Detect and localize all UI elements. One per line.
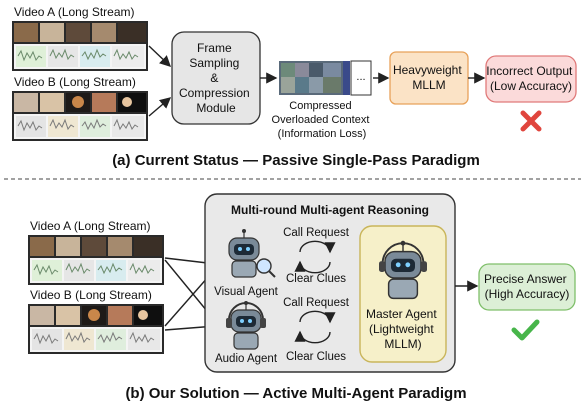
precise-answer-label: Precise Answer (High Accuracy) [484,272,570,301]
arrow-video-a-to-module [148,45,172,67]
top-video-b-label: Video B (Long Stream) [14,75,136,89]
check-icon [511,319,540,341]
top-video-a-label: Video A (Long Stream) [14,5,135,19]
audio-agent-robot-icon [226,300,266,350]
visual-agent-label: Visual Agent [214,286,279,298]
compressed-context-label: Compressed Overloaded Context (Informati… [272,100,373,140]
reasoning-panel-title: Multi-round Multi-agent Reasoning [231,203,429,217]
bottom-video-a-filmstrip [27,234,165,286]
audio-agent-label: Audio Agent [215,353,278,365]
clear-clues-label-2: Clear Clues [286,351,346,363]
cross-icon [520,110,542,132]
loop-arrows-icon-1 [294,240,336,274]
bottom-video-a-label: Video A (Long Stream) [30,219,151,233]
bottom-caption: (b) Our Solution — Active Multi-Agent Pa… [125,385,466,402]
incorrect-output-box [485,55,577,103]
top-video-b-filmstrip [11,90,149,142]
top-caption: (a) Current Status — Passive Single-Pass… [112,152,480,169]
master-agent-robot-icon [379,240,427,300]
call-request-label-2: Call Request [283,297,350,309]
loop-arrows-icon-2 [294,310,336,344]
call-request-label-1: Call Request [283,227,350,239]
compression-module-label: Frame Sampling & Compression Module [179,41,253,115]
visual-agent-robot-icon [228,228,276,278]
incorrect-output-label: Incorrect Output (Low Accuracy) [486,64,575,93]
bottom-video-b-label: Video B (Long Stream) [30,288,152,302]
heavyweight-mllm-label: Heavyweight MLLM [393,63,465,92]
top-video-a-filmstrip [11,20,149,72]
bottom-video-b-filmstrip [27,303,165,355]
compressed-context-blocks [279,61,350,95]
context-ellipsis: ... [356,71,365,83]
clear-clues-label-1: Clear Clues [286,273,346,285]
arrow-video-b-to-module [148,97,172,117]
precise-answer-box [478,263,576,311]
context-ellipsis-box [350,60,372,96]
master-agent-label: Master Agent (Lightweight MLLM) [366,307,440,351]
